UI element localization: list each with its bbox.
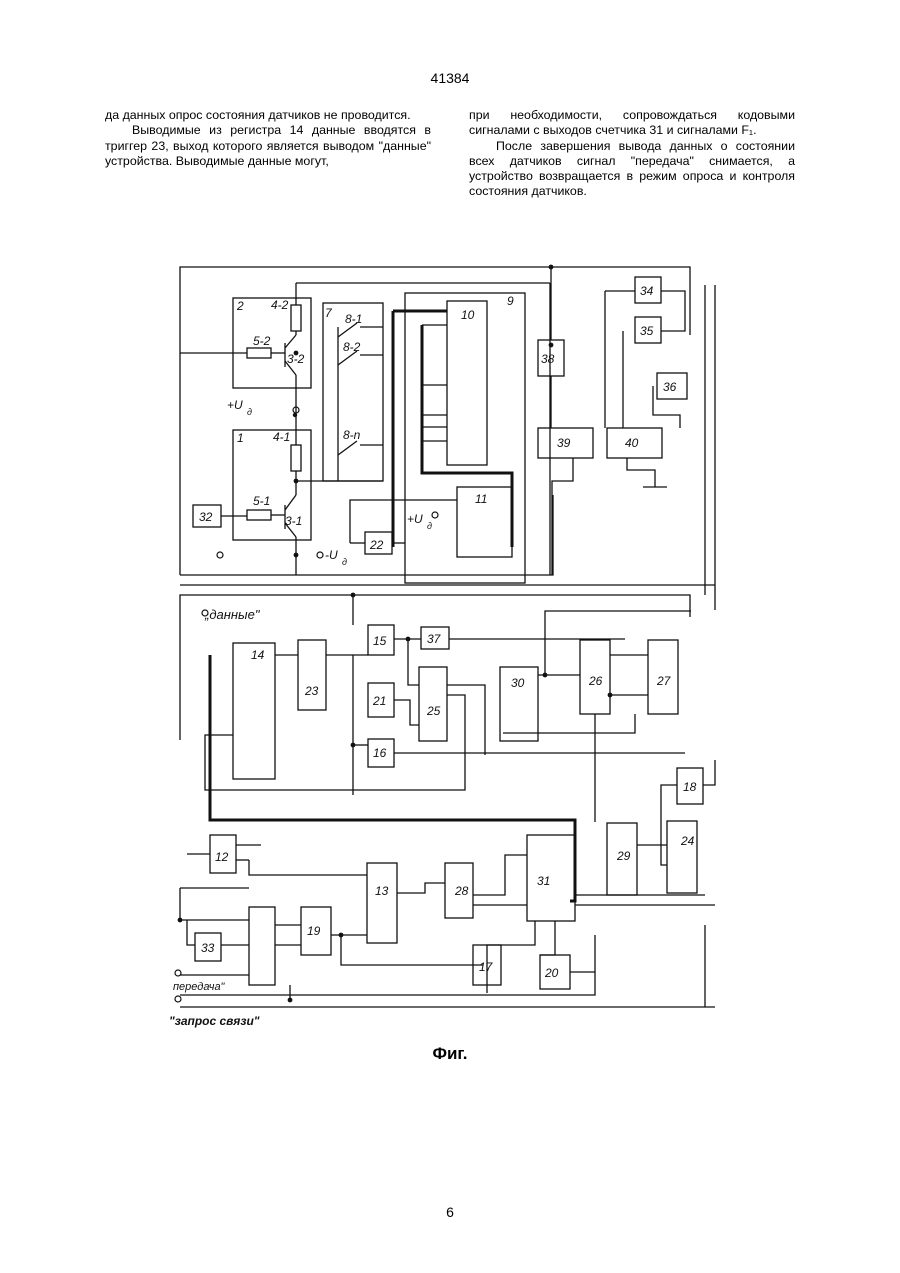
block-10 <box>447 301 487 465</box>
label-ud-subscript-2: д <box>342 557 347 567</box>
paragraph: После завершения вывода данных о состоян… <box>469 139 795 200</box>
label-block-16: 16 <box>373 746 387 760</box>
label-block-19: 19 <box>307 924 321 938</box>
label-block-12: 12 <box>215 850 229 864</box>
label-block-30: 30 <box>511 676 525 690</box>
label-block-3-2: 3-2 <box>287 352 305 366</box>
label-block-9: 9 <box>507 294 514 308</box>
circuit-schematic: 2 1 3-1 3-2 4-1 4-2 5-1 5-2 7 8-1 8-2 8-… <box>165 255 740 1035</box>
label-ud-subscript: д <box>247 407 252 417</box>
label-block-15: 15 <box>373 634 387 648</box>
label-block-2: 2 <box>236 299 244 313</box>
label-block-11: 11 <box>475 492 487 506</box>
paragraph: при необходимости, сопровождаться кодовы… <box>469 108 795 139</box>
label-block-37: 37 <box>427 632 442 646</box>
label-block-34: 34 <box>640 284 654 298</box>
paragraph: Выводимые из регистра 14 данные вводятся… <box>105 123 431 169</box>
label-block-8-n: 8-n <box>343 428 361 442</box>
label-block-17: 17 <box>479 960 494 974</box>
label-plus-ud: +U <box>227 398 243 412</box>
label-block-21: 21 <box>372 694 386 708</box>
label-block-32: 32 <box>199 510 213 524</box>
label-block-33: 33 <box>201 941 215 955</box>
label-ud-subscript-3: д <box>427 521 432 531</box>
label-block-4-2: 4-2 <box>271 298 289 312</box>
block-6 <box>249 907 275 985</box>
label-plus-ud-11: +U <box>407 512 423 526</box>
label-block-1: 1 <box>237 431 244 445</box>
label-block-14: 14 <box>251 648 265 662</box>
label-minus-ud: -U <box>325 548 338 562</box>
label-block-40: 40 <box>625 436 639 450</box>
label-block-5-2: 5-2 <box>253 334 271 348</box>
label-block-39: 39 <box>557 436 571 450</box>
label-block-4-1: 4-1 <box>273 430 290 444</box>
block-31 <box>527 835 575 921</box>
label-block-31: 31 <box>537 874 550 888</box>
label-block-20: 20 <box>544 966 559 980</box>
label-block-8-1: 8-1 <box>345 312 362 326</box>
block-23 <box>298 640 326 710</box>
label-link-request: "запрос связи" <box>169 1014 260 1028</box>
label-block-26: 26 <box>588 674 603 688</box>
label-block-8-2: 8-2 <box>343 340 361 354</box>
label-block-22: 22 <box>369 538 384 552</box>
label-transfer: передача" <box>173 981 226 993</box>
label-block-13: 13 <box>375 884 389 898</box>
label-block-23: 23 <box>304 684 319 698</box>
block-13 <box>367 863 397 943</box>
label-block-35: 35 <box>640 324 654 338</box>
label-block-5-1: 5-1 <box>253 494 270 508</box>
block-7 <box>323 303 383 481</box>
label-block-18: 18 <box>683 780 697 794</box>
block-24 <box>667 821 697 893</box>
block-14 <box>233 643 275 779</box>
label-block-36: 36 <box>663 380 677 394</box>
label-block-27: 27 <box>656 674 672 688</box>
label-data-out: „данные" <box>204 607 261 622</box>
label-block-24: 24 <box>680 834 695 848</box>
label-block-10: 10 <box>461 308 475 322</box>
label-block-38: 38 <box>541 352 555 366</box>
label-block-7: 7 <box>325 306 333 320</box>
label-block-3-1: 3-1 <box>285 514 302 528</box>
text-column-right: при необходимости, сопровождаться кодовы… <box>469 108 795 200</box>
page-number-bottom: 6 <box>0 1204 900 1220</box>
figure-caption: Фиг. <box>0 1044 900 1064</box>
text-column-left: да данных опрос состояния датчиков не пр… <box>105 108 431 169</box>
label-block-25: 25 <box>426 704 441 718</box>
paragraph: да данных опрос состояния датчиков не пр… <box>105 108 431 123</box>
label-block-29: 29 <box>616 849 631 863</box>
page-number-top: 41384 <box>0 70 900 86</box>
label-block-28: 28 <box>454 884 469 898</box>
